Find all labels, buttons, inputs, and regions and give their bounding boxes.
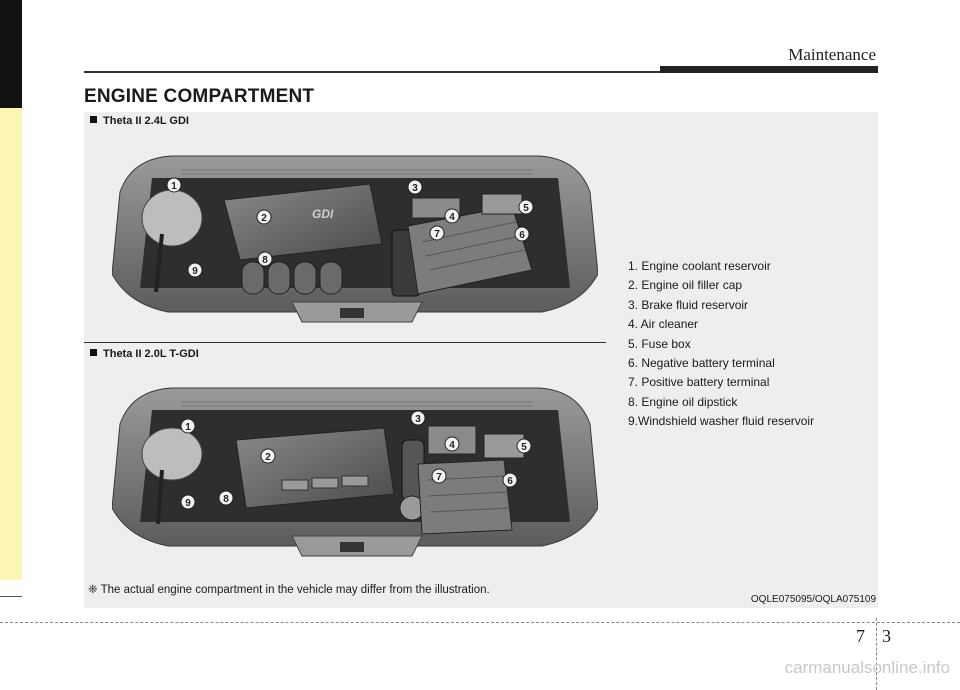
callout-8: 8 xyxy=(262,255,268,266)
variant-label-tgdi: Theta II 2.0L T-GDI xyxy=(90,348,199,360)
callout-9: 9 xyxy=(192,266,198,277)
component-legend: 1. Engine coolant reservoir 2. Engine oi… xyxy=(628,257,814,432)
section-title: ENGINE COMPARTMENT xyxy=(84,86,315,107)
chapter-tab xyxy=(0,0,22,108)
side-rule xyxy=(0,596,22,597)
illustration-footnote: ❈ The actual engine compartment in the v… xyxy=(88,584,490,596)
chapter-number: 7 xyxy=(856,626,865,646)
callout-7: 7 xyxy=(434,229,440,240)
callout-2: 2 xyxy=(265,452,271,463)
legend-item: 4. Air cleaner xyxy=(628,317,699,332)
callout-8: 8 xyxy=(223,494,229,505)
callout-7: 7 xyxy=(436,472,442,483)
legend-item: 9.Windshield washer fluid reservoir xyxy=(628,414,815,429)
page-number: 3 xyxy=(882,626,891,646)
variant-divider xyxy=(84,342,606,343)
callout-3: 3 xyxy=(415,414,421,425)
legend-item: 1. Engine coolant reservoir xyxy=(628,259,771,273)
legend-item: 7. Positive battery terminal xyxy=(628,375,770,390)
engine-illustration-gdi: GDI 1 2 3 4 5 6 7 8 9 xyxy=(112,155,598,323)
engine-illustration-tgdi: 1 2 3 4 5 6 7 8 9 xyxy=(112,387,598,557)
header-rule xyxy=(84,71,878,73)
header-accent-bar xyxy=(660,66,878,73)
legend-item: 3. Brake fluid reservoir xyxy=(628,297,749,312)
callout-2: 2 xyxy=(261,213,267,224)
engine-cover-text: GDI xyxy=(312,207,334,221)
callout-5: 5 xyxy=(523,203,529,214)
callout-4: 4 xyxy=(449,440,455,451)
bullet-square xyxy=(90,349,97,356)
callout-6: 6 xyxy=(507,476,513,487)
legend-item: 6. Negative battery terminal xyxy=(628,356,775,371)
callout-1: 1 xyxy=(171,181,177,192)
callout-4: 4 xyxy=(449,212,455,223)
footer-dashed-rule xyxy=(0,622,960,623)
legend-item: 2. Engine oil filler cap xyxy=(628,278,743,293)
callout-6: 6 xyxy=(519,230,525,241)
callout-3: 3 xyxy=(412,183,418,194)
variant-label-text: Theta II 2.0L T-GDI xyxy=(103,348,199,360)
image-code: OQLE075095/OQLA075109 xyxy=(750,594,876,605)
variant-label-gdi: Theta II 2.4L GDI xyxy=(90,115,189,127)
illustration-panel: Theta II 2.4L GDI Theta II 2.0L T-GDI GD… xyxy=(84,112,878,608)
callout-1: 1 xyxy=(185,422,191,433)
bullet-square xyxy=(90,116,97,123)
callout-5: 5 xyxy=(521,442,527,453)
page-number-divider xyxy=(876,618,877,690)
legend-item: 8. Engine oil dipstick xyxy=(628,394,738,409)
legend-item: 5. Fuse box xyxy=(628,336,691,351)
callout-9: 9 xyxy=(185,498,191,509)
chapter-title: Maintenance xyxy=(788,45,876,64)
watermark: carmanualsonline.info xyxy=(784,658,950,677)
variant-label-text: Theta II 2.4L GDI xyxy=(103,115,189,127)
section-color-bar xyxy=(0,108,22,580)
